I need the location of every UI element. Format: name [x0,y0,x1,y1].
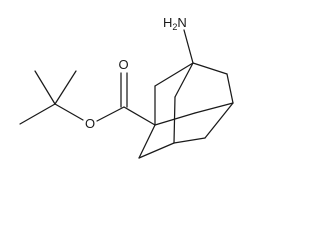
bond-cage-c4-c5 [226,73,234,104]
bond-cage-c8-c1 [138,124,156,159]
chemical-structure: H2N O O [19,15,234,159]
adamantane-cage [138,62,234,159]
carbonyl-oxygen-label: O [119,57,129,72]
bond-oxygen-to-carbonyl [96,106,125,122]
bond-tbu-methyl-left [19,103,56,125]
bond-cage-c7-c8 [138,142,175,159]
tert-butyl-group [19,70,84,125]
ester-group [96,72,156,126]
amine-subscript: 2 [172,22,177,32]
bond-cage-c3-c10 [174,62,194,98]
bond-tbu-to-oxygen [54,103,84,121]
amine-hydrogen: H [163,15,172,30]
amine-nitrogen: N [177,15,186,30]
ester-oxygen-label: O [85,116,95,131]
bond-cage-c5-c6 [204,102,234,139]
bond-cage-c6-c7 [173,137,206,144]
bond-cage-c2-c3 [154,62,194,87]
bond-tbu-methyl-right [54,70,77,105]
bond-tbu-methyl-top [34,70,56,105]
bond-cage-c9-c5 [194,102,234,114]
bond-cage-c10-c7 [173,96,176,144]
bond-cage-to-amine [183,29,194,64]
bond-carbonyl-to-cage [123,106,156,126]
amine-label: H2N [163,15,187,32]
bond-cage-c3-c4 [192,62,228,75]
